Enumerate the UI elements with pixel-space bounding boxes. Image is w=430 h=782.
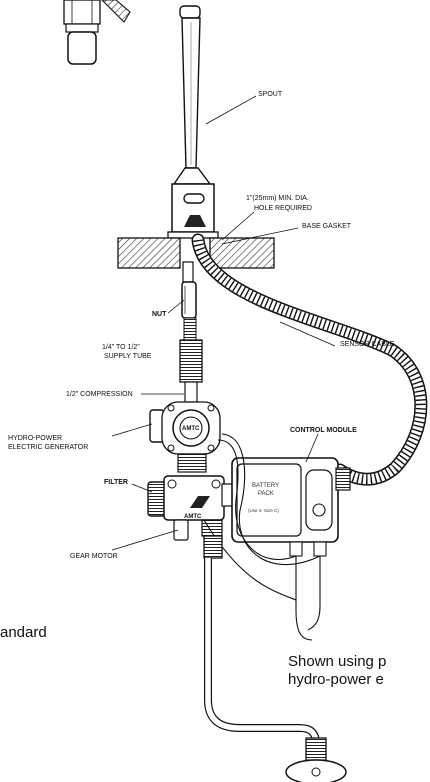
label-hole-line2: HOLE REQUIRED <box>254 205 312 212</box>
battery-label-line3: (Use 4- Size C) <box>248 508 279 513</box>
sensor-cable <box>191 233 428 486</box>
supply-assembly <box>179 261 203 403</box>
label-gear-motor: GEAR MOTOR <box>70 553 118 560</box>
label-spout: SPOUT <box>258 91 283 98</box>
label-supply-line2: SUPPLY TUBE <box>104 353 152 360</box>
label-sensor-cable: SENSOR CABLE <box>340 341 395 348</box>
label-supply-line1: 1/4" TO 1/2" <box>102 344 140 351</box>
outlet-tube <box>203 535 347 782</box>
label-filter: FILTER <box>104 479 128 486</box>
label-compression: 1/2" COMPRESSION <box>66 391 133 398</box>
battery-label-line1: BATTERY <box>252 483 279 489</box>
spout <box>167 5 219 239</box>
countertop <box>117 237 275 269</box>
label-nut: NUT <box>152 311 167 318</box>
valve-logo-text: AMTC <box>184 514 202 520</box>
caption-right-line2: hydro-power e <box>288 671 384 688</box>
label-generator-line1: HYDRO-POWER <box>8 435 62 442</box>
caption-left: andard <box>0 624 47 641</box>
label-base-gasket: BASE GASKET <box>302 223 352 230</box>
hydro-power-generator: AMTC <box>149 401 221 473</box>
caption-right-line1: Shown using p <box>288 653 386 670</box>
generator-logo-text: AMTC <box>182 426 200 432</box>
control-wires <box>203 433 321 641</box>
label-control-module: CONTROL MODULE <box>290 427 357 434</box>
control-module: BATTERY PACK (Use 4- Size C) <box>231 457 351 557</box>
gear-motor-valve: AMTC <box>147 475 235 541</box>
battery-label-line2: PACK <box>258 491 274 497</box>
label-hole-line1: 1"(25mm) MIN. DIA. <box>246 195 309 202</box>
top-left-fitting <box>63 0 131 65</box>
leader-lines <box>111 95 336 551</box>
label-generator-line2: ELECTRIC GENERATOR <box>8 444 88 451</box>
